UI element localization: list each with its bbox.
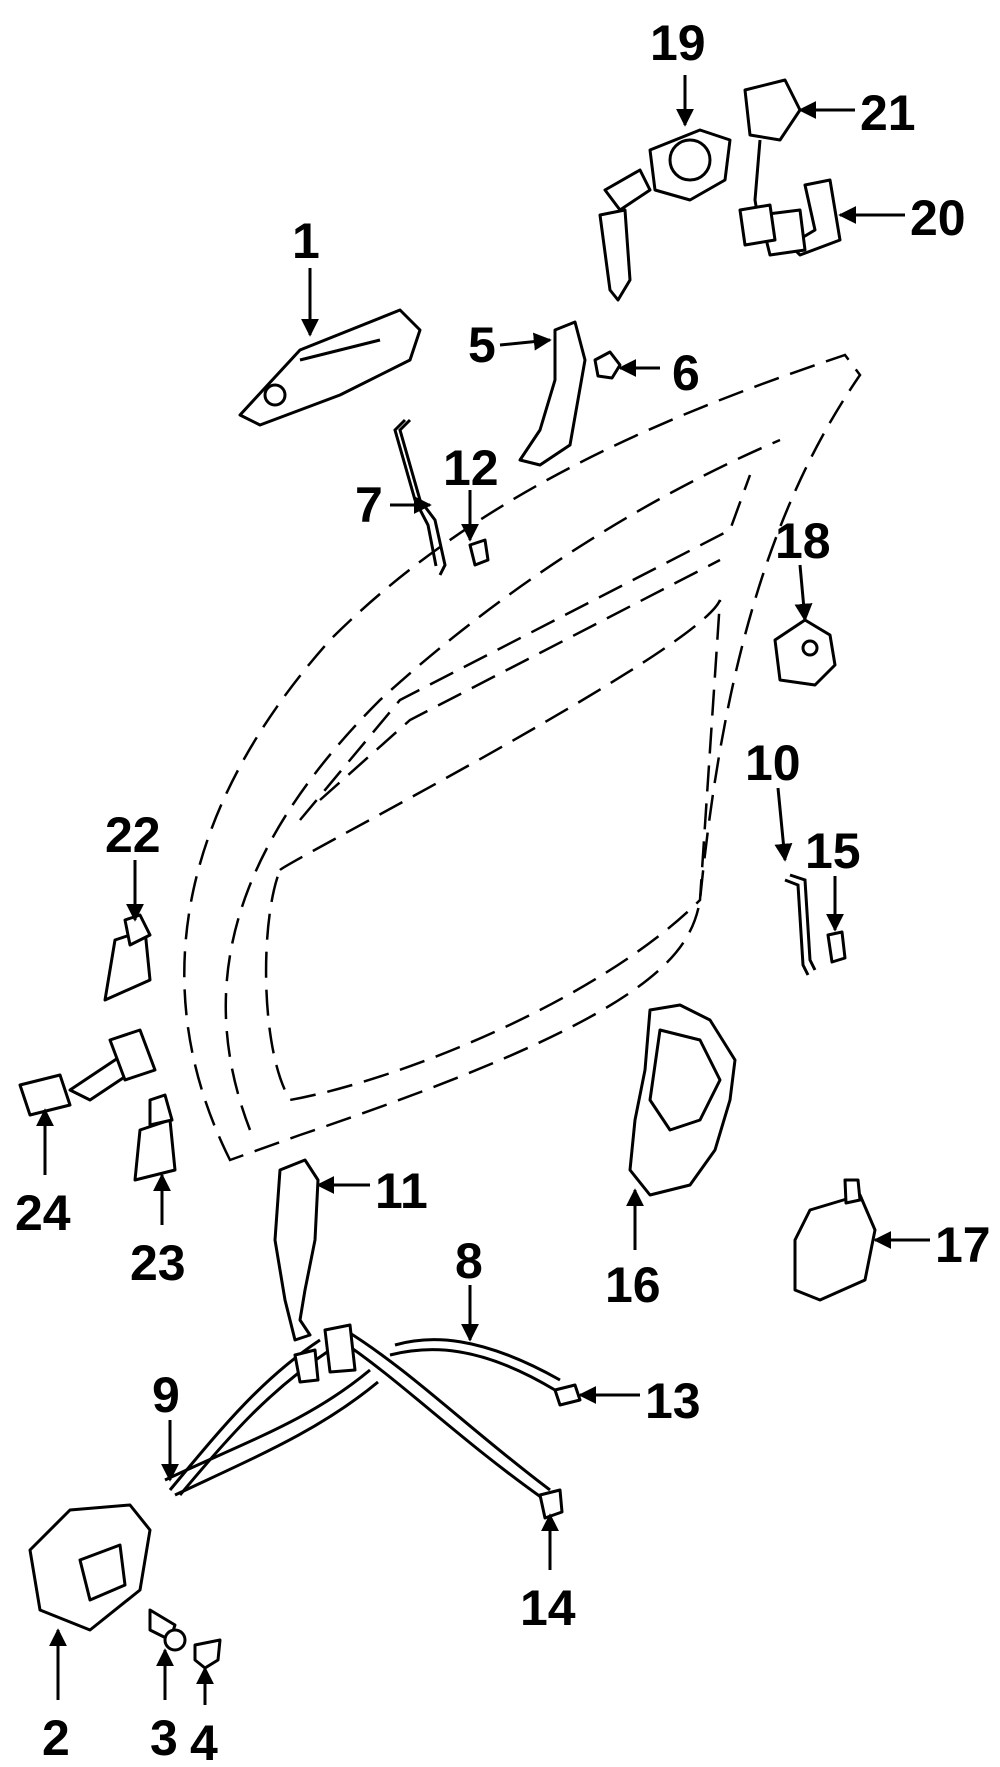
- callout-13: 13: [645, 1373, 701, 1429]
- callout-labels: 1 2 3 4 5 6 7 8 9 10 11 12 13 14 15 16 1…: [15, 15, 991, 1767]
- callout-6: 6: [672, 345, 700, 401]
- callout-20: 20: [910, 190, 966, 246]
- inside-handle: [28, 1503, 152, 1632]
- callout-3: 3: [150, 1710, 178, 1766]
- callout-16: 16: [605, 1257, 661, 1313]
- rod-clip: [468, 538, 490, 567]
- screw: [148, 1608, 187, 1652]
- callout-10: 10: [745, 735, 801, 791]
- callout-7: 7: [355, 477, 383, 533]
- nut: [593, 350, 622, 380]
- lock-cylinder: [598, 128, 732, 302]
- callout-1: 1: [292, 213, 320, 269]
- callout-11: 11: [375, 1163, 428, 1219]
- lock-switch: [738, 78, 802, 247]
- clip: [193, 1638, 222, 1670]
- callout-23: 23: [130, 1235, 186, 1291]
- callout-9: 9: [152, 1367, 180, 1423]
- callout-12: 12: [443, 440, 499, 496]
- callout-24: 24: [15, 1185, 71, 1241]
- lower-hinge: [133, 1093, 177, 1182]
- rod: [393, 418, 447, 576]
- callout-15: 15: [805, 823, 861, 879]
- outside-handle: [238, 308, 422, 427]
- callout-19: 19: [650, 15, 706, 71]
- callout-21: 21: [860, 85, 916, 141]
- lock-rod-clip: [826, 930, 847, 964]
- callout-18: 18: [775, 513, 831, 569]
- grommet-b: [538, 1488, 564, 1520]
- upper-hinge: [103, 913, 152, 1002]
- lower-bracket: [273, 1158, 320, 1342]
- callout-17: 17: [935, 1217, 991, 1273]
- callout-14: 14: [520, 1580, 576, 1636]
- callout-2: 2: [42, 1710, 70, 1766]
- grommet-a: [553, 1383, 582, 1407]
- door-check: [18, 1028, 157, 1117]
- cables: [164, 1323, 561, 1502]
- callout-4: 4: [190, 1715, 218, 1767]
- striker: [773, 618, 837, 687]
- leaders: [36, 75, 930, 1705]
- callout-22: 22: [105, 807, 161, 863]
- handle-bracket: [518, 320, 587, 467]
- callout-8: 8: [455, 1233, 483, 1289]
- lock-actuator: [793, 1178, 877, 1302]
- door-latch: [628, 1003, 737, 1197]
- lock-rod: [784, 873, 817, 976]
- door-outline: [183, 353, 862, 1162]
- callout-5: 5: [468, 317, 496, 373]
